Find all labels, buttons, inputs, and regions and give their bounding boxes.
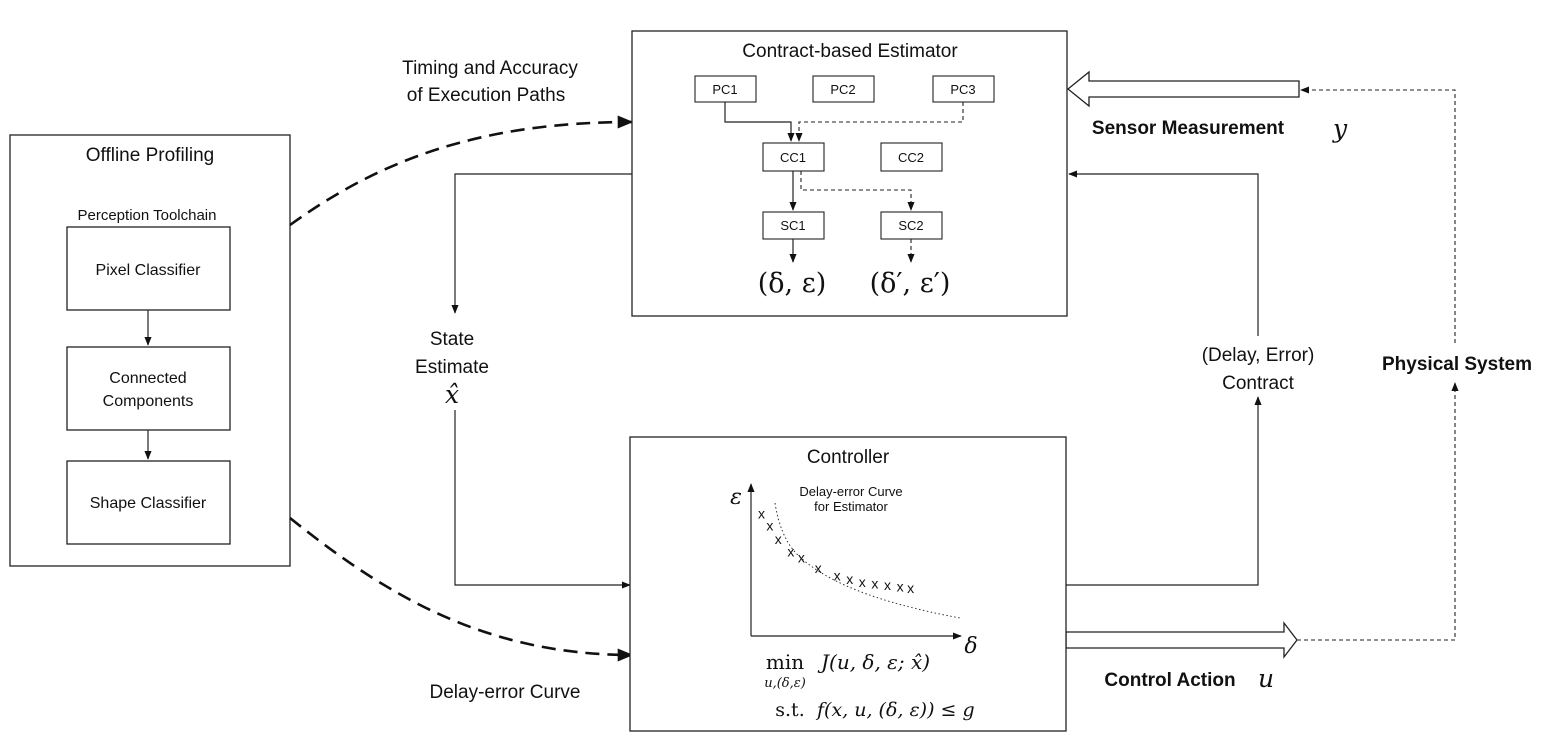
sc1-label: SC1	[780, 218, 805, 233]
opt-min-operator: min	[766, 650, 804, 674]
estimator-frame	[631, 30, 1068, 317]
physical-to-sensor-dashed-line	[1300, 86, 1456, 343]
pixel-classifier-box	[66, 226, 231, 311]
cc2-label: CC2	[898, 150, 924, 165]
control-action-arrow	[1065, 621, 1298, 659]
curve-y-axis-symbol: ε	[730, 485, 742, 510]
timing-accuracy-label-line2: of Execution Paths	[407, 85, 565, 106]
curve-title-line2: for Estimator	[814, 499, 888, 514]
sensor-measurement-arrow	[1066, 70, 1300, 108]
shape-classifier-box	[66, 460, 231, 545]
estimator-title: Contract-based Estimator	[742, 41, 958, 62]
pc3-label: PC3	[950, 82, 975, 97]
offline-profiling-block: Offline Profiling Perception Toolchain P…	[9, 134, 291, 567]
curve-point-12: x	[907, 580, 914, 596]
estimator-to-state-estimate-arrow	[451, 173, 632, 314]
shape-classifier-label: Shape Classifier	[90, 495, 207, 512]
curve-point-1: x	[766, 518, 773, 534]
connected-components-box	[66, 346, 231, 431]
profiling-to-controller-dashed-arrow	[289, 516, 634, 662]
contract-delta-epsilon-prime: (δ′, ε′)	[870, 268, 951, 299]
curve-point-5: x	[815, 560, 822, 576]
controller-to-contract-arrow	[1066, 396, 1262, 586]
curve-point-3: x	[787, 543, 794, 559]
opt-min-subscript: u,(δ,ε)	[764, 676, 806, 691]
sc2-label: SC2	[898, 218, 923, 233]
profiling-to-estimator-dashed-arrow	[289, 115, 634, 227]
controller-title: Controller	[807, 447, 890, 468]
curve-point-0: x	[758, 505, 765, 521]
sensor-measurement-label: Sensor Measurement	[1092, 118, 1285, 139]
delay-error-dotted-curve	[774, 502, 961, 619]
cc1-box	[762, 142, 825, 172]
opt-constraint: f(x, u, (δ, ε)) ≤ g	[815, 699, 975, 721]
curve-point-8: x	[859, 574, 866, 590]
contract-based-estimator-block: Contract-based Estimator PC1 PC2 PC3 CC1…	[631, 30, 1068, 317]
contract-delta-epsilon: (δ, ε)	[758, 268, 826, 299]
cc1-label: CC1	[780, 150, 806, 165]
contract-to-estimator-arrow	[1068, 170, 1259, 336]
curve-point-6: x	[834, 568, 841, 584]
curve-point-9: x	[871, 575, 878, 591]
state-estimate-label-line2: Estimate	[415, 357, 489, 378]
connected-components-label-line1: Connected	[109, 370, 186, 387]
state-estimate-to-controller-arrow	[454, 410, 631, 589]
delay-error-curve-label: Delay-error Curve	[430, 682, 581, 703]
pc1-box	[694, 75, 757, 103]
state-estimate-label-line1: State	[430, 329, 474, 350]
curve-point-11: x	[897, 578, 904, 594]
sc1-box	[762, 211, 825, 240]
curve-point-2: x	[775, 531, 782, 547]
control-to-physical-dashed-line	[1066, 382, 1459, 641]
pc1-label: PC1	[712, 82, 737, 97]
pc1-to-cc1-path	[724, 102, 795, 142]
opt-st-label: s.t.	[775, 699, 804, 721]
curve-point-7: x	[846, 571, 853, 587]
curve-point-10: x	[884, 577, 891, 593]
pc3-box	[932, 75, 995, 103]
curve-x-axis-symbol: δ	[964, 634, 977, 659]
perception-toolchain-label: Perception Toolchain	[78, 207, 217, 224]
offline-profiling-title: Offline Profiling	[86, 145, 215, 166]
controller-block: Controller ε δ Delay-error Curve for Est…	[629, 436, 1067, 732]
pc2-label: PC2	[830, 82, 855, 97]
pc2-box	[812, 75, 875, 103]
pc3-to-cc1-dashed-path	[795, 102, 964, 142]
physical-system-label: Physical System	[1382, 354, 1532, 375]
cc1-to-sc2-dashed-path	[800, 171, 915, 211]
controller-frame	[629, 436, 1067, 732]
opt-objective: J(u, δ, ε; x̂)	[817, 650, 930, 674]
timing-accuracy-label-line1: Timing and Accuracy	[402, 58, 578, 79]
cc2-box	[880, 142, 943, 172]
connected-components-label-line2: Components	[103, 393, 194, 410]
curve-title-line1: Delay-error Curve	[799, 484, 902, 499]
curve-point-4: x	[798, 550, 805, 566]
control-action-label: Control Action	[1104, 670, 1235, 691]
state-estimate-symbol: x̂	[445, 380, 459, 409]
delay-error-contract-label-line2: Contract	[1222, 373, 1295, 394]
control-action-symbol: u	[1258, 664, 1274, 693]
pixel-classifier-label: Pixel Classifier	[96, 262, 202, 279]
sensor-measurement-symbol: y	[1332, 114, 1348, 143]
delay-error-contract-label-line1: (Delay, Error)	[1202, 345, 1315, 366]
